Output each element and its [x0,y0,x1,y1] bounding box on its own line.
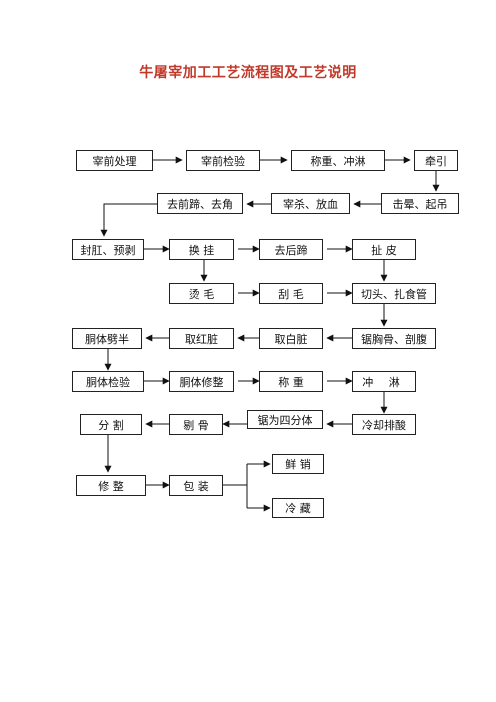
node-package: 包 装 [169,475,223,496]
node-weigh: 称 重 [259,371,323,392]
node-scrape: 刮 毛 [259,283,323,304]
node-chill-acid: 冷却排酸 [352,414,416,435]
page-title: 牛屠宰加工工艺流程图及工艺说明 [139,65,357,81]
node-saw-quarters: 锯为四分体 [247,410,323,429]
node-trim: 修 整 [76,475,146,496]
node-transfer-hook: 换 挂 [169,239,234,260]
node-seal-prepeel: 封肛、预剥 [72,239,144,260]
node-saw-open: 锯胸骨、剖腹 [352,328,436,349]
node-pre-inspection: 宰前检验 [186,150,260,171]
node-white-offal: 取白脏 [259,328,323,349]
node-lead: 牵引 [414,150,458,171]
node-scald: 烫 毛 [169,283,234,304]
node-kill-bleed: 宰杀、放血 [271,193,350,214]
arrow-7 [100,203,157,237]
node-remove-rear-hoof: 去后蹄 [259,239,323,260]
node-carcass-inspection: 胴体检验 [72,371,144,392]
node-cold-storage: 冷 藏 [272,498,324,518]
node-weigh-rinse: 称重、冲淋 [291,150,385,171]
node-carcass-trim: 胴体修整 [169,371,234,392]
node-rinse: 冲 淋 [352,371,416,392]
node-fresh-sale: 鲜 销 [272,454,324,474]
node-pre-slaughter: 宰前处理 [76,150,153,171]
node-pull-hide: 扯 皮 [352,239,416,260]
node-stun-hoist: 击晕、起吊 [381,193,459,214]
node-cut: 分 割 [80,414,142,435]
node-head-esophagus: 切头、扎食管 [352,283,436,304]
node-red-offal: 取红脏 [169,328,234,349]
node-debone: 剔 骨 [169,414,223,435]
node-split-carcass: 胴体劈半 [72,328,142,349]
node-remove-front-hooves: 去前蹄、去角 [157,193,243,214]
